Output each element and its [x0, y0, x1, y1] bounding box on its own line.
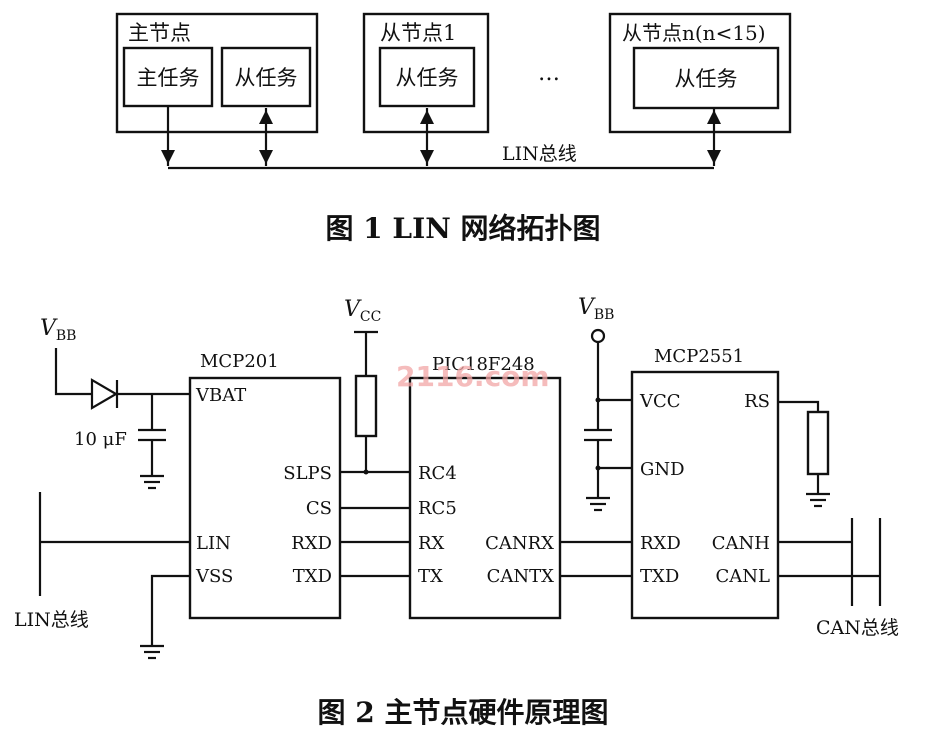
- mcp2551-chip: [630, 370, 780, 620]
- mcp201-chip: [188, 376, 342, 620]
- vbb-right-label: VBB: [578, 295, 614, 323]
- mcp2551-pin-gnd: GND: [640, 459, 685, 480]
- mcp201-pin-vbat: VBAT: [195, 385, 246, 406]
- vbb-left-wire: [54, 348, 92, 396]
- mcp2551-pin-txd: TXD: [640, 566, 679, 587]
- rs-resistor: [806, 410, 830, 476]
- vbb-left-label: VBB: [40, 316, 76, 344]
- arrow-down-icon: [420, 150, 434, 164]
- slave-1-task-box: [378, 46, 476, 108]
- master-slave-task-label: 从任务: [235, 66, 298, 90]
- mcp201-pin-cs: CS: [306, 498, 332, 519]
- slave-n-task-box: [632, 46, 780, 110]
- figure1-caption: 图 1 LIN 网络拓扑图: [325, 212, 600, 245]
- lin-bus-label: LIN总线: [502, 143, 577, 165]
- vss-wire: [150, 574, 190, 646]
- slave-n-task-label: 从任务: [675, 67, 738, 91]
- mcp2551-pin-canl: CANL: [716, 566, 771, 587]
- rs-wire: [778, 400, 820, 412]
- arrow-up-icon: [707, 110, 721, 124]
- master-task-label: 主任务: [137, 66, 200, 90]
- mcp2551-pin-canh: CANH: [712, 533, 770, 554]
- pic-pin-rx: RX: [418, 533, 445, 554]
- pic-pin-tx: TX: [418, 566, 443, 587]
- ground-icon: [586, 496, 610, 512]
- ground-icon: [140, 474, 164, 490]
- slave-node-n-label: 从节点n(n<15): [622, 21, 766, 45]
- watermark: 2116.com: [396, 360, 550, 393]
- pic-pin-cantx: CANTX: [487, 566, 555, 587]
- pic-name: PIC18F248: [432, 354, 535, 375]
- mcp2551-pin-rxd: RXD: [640, 533, 681, 554]
- ground-icon: [140, 644, 164, 660]
- can-bus-label: CAN总线: [816, 617, 899, 639]
- diode-icon: [90, 378, 119, 410]
- mcp201-pin-rxd: RXD: [291, 533, 332, 554]
- arrow-down-icon: [259, 150, 273, 164]
- figure2-schematic: VBB 10 μF MCP201 VBAT SLPS CS LIN RXD VS…: [14, 295, 899, 729]
- vcc-label: VCC: [344, 297, 381, 325]
- mcp2551-pin-vcc: VCC: [639, 391, 681, 412]
- pullup-resistor: [354, 374, 378, 438]
- pic-pin-rc5: RC5: [418, 498, 457, 519]
- pic-chip: [408, 376, 562, 620]
- pic-pin-rc4: RC4: [418, 463, 457, 484]
- arrow-down-icon: [161, 150, 175, 164]
- slave-node-1-label: 从节点1: [380, 21, 456, 45]
- mcp201-pin-vss: VSS: [195, 566, 233, 587]
- pic-pin-canrx: CANRX: [485, 533, 554, 554]
- master-slave-task-box: [220, 46, 312, 108]
- mcp2551-name: MCP2551: [654, 346, 744, 367]
- junction-dot: [595, 397, 601, 403]
- ground-icon: [806, 492, 830, 508]
- capacitor-label: 10 μF: [74, 429, 127, 450]
- arrow-up-icon: [420, 110, 434, 124]
- vbb-terminal-icon: [590, 328, 606, 344]
- mcp201-pin-txd: TXD: [293, 566, 332, 587]
- junction-dot: [595, 465, 601, 471]
- slave-1-task-label: 从任务: [396, 66, 459, 90]
- figure2-caption: 图 2 主节点硬件原理图: [318, 696, 609, 729]
- mcp201-pin-slps: SLPS: [283, 463, 332, 484]
- mcp201-pin-lin: LIN: [196, 533, 231, 554]
- lin-bus-label: LIN总线: [14, 609, 89, 631]
- mcp2551-pin-rs: RS: [744, 391, 770, 412]
- mcp201-name: MCP201: [200, 351, 279, 372]
- arrow-down-icon: [707, 150, 721, 164]
- master-node-label: 主节点: [128, 21, 191, 45]
- ellipsis: …: [538, 61, 560, 86]
- arrow-up-icon: [259, 110, 273, 124]
- figure1-topology: 主节点 主任务 从任务 从节点1 从任务 … 从节点n(n<15) 从任务 LI…: [115, 12, 792, 245]
